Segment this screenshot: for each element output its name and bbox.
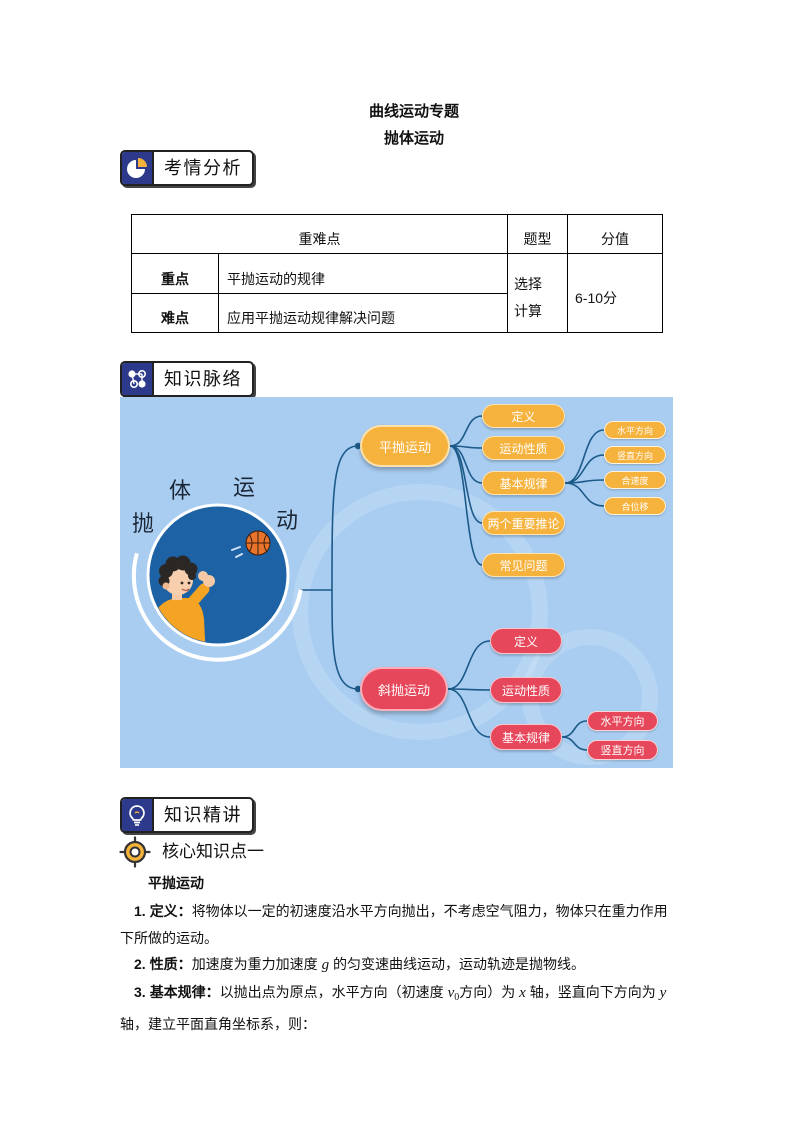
connector: [449, 445, 483, 484]
connector: [564, 454, 605, 484]
decorative-ring: [131, 552, 303, 662]
connector: [447, 688, 491, 738]
connector: [561, 720, 588, 738]
item-number: 2.: [134, 956, 146, 972]
mindmap-node-vertical-direction: 竖直方向: [604, 446, 666, 464]
connector-lines: [300, 415, 605, 751]
network-icon: [122, 363, 154, 395]
row-label-key-point: 重点: [131, 253, 219, 294]
mindmap-title-char: 体: [168, 478, 191, 503]
mindmap-node-horizontal-projectile: 平抛运动: [360, 425, 450, 467]
section-badge-knowledge-lecture: 知识精讲: [120, 797, 254, 833]
target-icon: [119, 836, 151, 868]
lesson-item-definition: 1.定义：将物体以一定的初速度沿水平方向抛出，不考虑空气阻力，物体只在重力作用下…: [120, 898, 676, 951]
table-header-row: 重难点 题型 分值: [131, 214, 663, 254]
mindmap-node-basic-laws: 基本规律: [490, 724, 562, 750]
subscript-zero: 0: [454, 991, 460, 1003]
item-number: 3.: [134, 983, 146, 1000]
item-text: 将物体以一定的初速度沿水平方向抛出，不考虑空气阻力，物体只在重力作用下所做的运动…: [120, 903, 668, 946]
row-label-difficult-point: 难点: [131, 293, 219, 333]
knowledge-mind-map: 抛 体 运 动 平抛运动 定义 运动性质 基本规律 两个重要推论 常见问题 水平…: [120, 397, 673, 768]
header-question-type: 题型: [507, 214, 568, 254]
lesson-item-nature: 2.性质：加速度为重力加速度 g 的匀变速曲线运动，运动轨迹是抛物线。: [120, 951, 676, 979]
connector: [331, 445, 359, 591]
connector: [331, 589, 359, 690]
item-text: 的匀变速曲线运动，运动轨迹是抛物线。: [329, 956, 585, 972]
item-number: 1.: [134, 903, 146, 919]
mindmap-node-resultant-displacement: 合位移: [604, 497, 666, 515]
question-type-choice: 选择: [514, 276, 542, 292]
exam-analysis-table: 重难点 题型 分值 重点 平抛运动的规律 选择 计算 6-10分 难点 应用平抛…: [131, 214, 663, 333]
section-label: 考情分析: [164, 158, 242, 178]
item-label: 性质：: [149, 956, 192, 972]
mindmap-node-oblique-projectile: 斜抛运动: [360, 667, 448, 711]
section-label: 知识精讲: [164, 805, 242, 825]
item-label: 基本规律：: [149, 983, 220, 1000]
mindmap-node-horizontal-direction: 水平方向: [587, 711, 658, 731]
connector: [564, 482, 605, 507]
row-content-difficult-point: 应用平抛运动规律解决问题: [218, 293, 508, 333]
connector-dot: [354, 442, 362, 450]
lesson-heading: 平抛运动: [148, 875, 204, 891]
item-text: 方向）为: [459, 983, 520, 1000]
item-text: 加速度为重力加速度: [191, 956, 322, 972]
motion-lines: [231, 546, 243, 558]
lightbulb-icon: [122, 799, 154, 831]
connector: [447, 640, 491, 690]
boy-illustration: [150, 555, 215, 643]
document-title: 曲线运动专题: [368, 103, 459, 120]
basketball-icon: [245, 530, 271, 556]
variable-v: v: [447, 984, 455, 1001]
variable-x: x: [519, 984, 526, 1001]
item-text: 轴，竖直向下方向为: [525, 983, 660, 1000]
score-cell: 6-10分: [567, 253, 663, 333]
item-label: 定义：: [149, 903, 192, 919]
mindmap-node-two-inferences: 两个重要推论: [482, 511, 565, 535]
section-badge-knowledge-map: 知识脉络: [120, 361, 254, 397]
mindmap-node-motion-nature: 运动性质: [490, 677, 562, 703]
question-types-cell: 选择 计算: [507, 253, 568, 333]
header-key-points: 重难点: [131, 214, 508, 254]
mindmap-node-resultant-velocity: 合速度: [604, 471, 666, 489]
mindmap-node-basic-laws: 基本规律: [482, 471, 565, 495]
item-text: 轴，建立平面直角坐标系，则：: [120, 1016, 316, 1032]
table-row: 重点 平抛运动的规律 选择 计算 6-10分: [131, 253, 663, 333]
lesson-item-basic-laws: 3.基本规律：以抛出点为原点，水平方向（初速度 v0方向）为 x 轴，竖直向下方…: [120, 979, 676, 1038]
mindmap-title-char: 动: [275, 508, 298, 533]
connector: [449, 445, 483, 566]
mindmap-node-vertical-direction: 竖直方向: [587, 740, 658, 760]
document-subtitle: 抛体运动: [383, 130, 444, 147]
variable-g: g: [321, 957, 330, 973]
variable-y: y: [659, 984, 667, 1001]
mindmap-node-definition: 定义: [482, 404, 565, 428]
mindmap-node-horizontal-direction: 水平方向: [604, 421, 666, 439]
table-row: 难点 应用平抛运动规律解决问题: [131, 293, 663, 333]
mindmap-node-definition: 定义: [490, 628, 562, 654]
connector: [561, 736, 588, 751]
connector-dot: [354, 685, 362, 693]
mindmap-title-char: 抛: [131, 511, 154, 536]
connector: [449, 415, 483, 447]
section-badge-exam-analysis: 考情分析: [120, 150, 254, 186]
header-score: 分值: [567, 214, 663, 254]
mindmap-title-char: 运: [232, 475, 255, 500]
core-knowledge-point-title: 核心知识点一: [162, 842, 264, 861]
question-type-calculation: 计算: [514, 303, 542, 319]
section-label: 知识脉络: [164, 369, 242, 389]
pie-chart-icon: [122, 152, 154, 184]
lesson-body: 1.定义：将物体以一定的初速度沿水平方向抛出，不考虑空气阻力，物体只在重力作用下…: [120, 898, 676, 1038]
row-content-key-point: 平抛运动的规律: [218, 253, 508, 294]
mindmap-node-motion-nature: 运动性质: [482, 436, 565, 460]
mindmap-node-common-problems: 常见问题: [482, 553, 565, 577]
item-text: 以抛出点为原点，水平方向（初速度: [219, 983, 448, 1000]
